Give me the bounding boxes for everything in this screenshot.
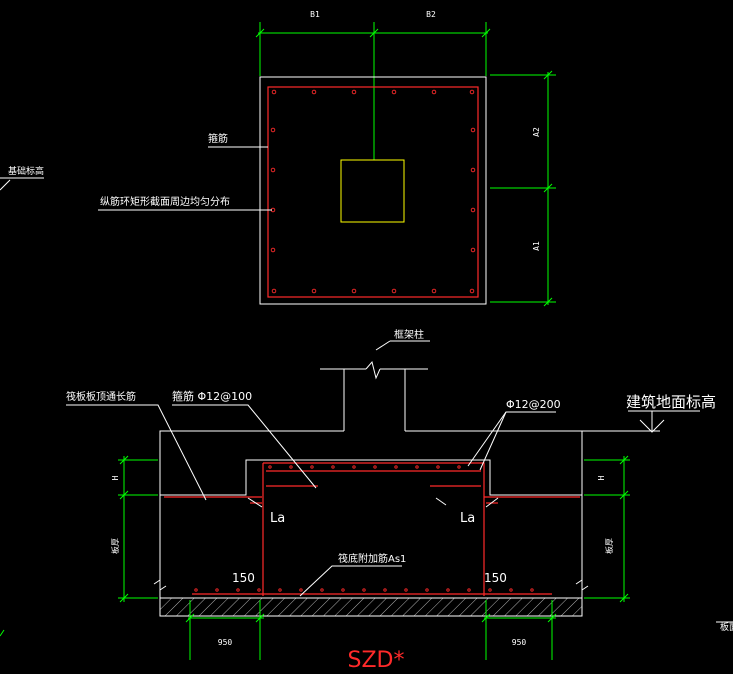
la-left-label: La (270, 511, 285, 526)
section-top-rebar-dot (352, 465, 356, 469)
top-bar-label: 筏板板顶通长筋 (66, 390, 136, 403)
section-top-rebar-dot (331, 465, 335, 469)
plan-rebar-dot (470, 127, 476, 133)
section-bottom-rebar-dot (488, 588, 492, 592)
plan-rebar-dots (270, 89, 476, 294)
plan-outline (259, 76, 487, 305)
left-vertical-dimension (118, 455, 158, 603)
plan-stirrup (267, 86, 479, 298)
section-view: 框架柱 La La 15 (66, 328, 716, 660)
plan-rebar-dot (469, 288, 475, 294)
dim-b2-label: B2 (426, 10, 436, 19)
section-bottom-rebar-dot (320, 588, 324, 592)
plan-rebar-dot (271, 288, 277, 294)
section-bottom-rebar-dot (404, 588, 408, 592)
plan-rebar-dot (431, 89, 437, 95)
la-markers (247, 497, 499, 508)
section-top-rebar-dot (436, 465, 440, 469)
dim-a2-label: A2 (532, 127, 541, 137)
section-bottom-rebar-dot (362, 588, 366, 592)
left-raft-label: 板厚 (110, 538, 120, 554)
left-fragment-label: 基础标高 (8, 165, 44, 177)
foot-break-marks (153, 579, 589, 591)
plan-rebar-dot (469, 89, 475, 95)
section-rebar-dots (194, 465, 534, 592)
section-bottom-rebar-dot (446, 588, 450, 592)
right-fragment-label: 板面 (720, 621, 733, 633)
section-bottom-rebar-dot (299, 588, 303, 592)
section-rebars (164, 462, 580, 596)
right-raft-label: 板厚 (604, 538, 614, 554)
dim-950-left: 950 (218, 638, 233, 647)
section-bottom-rebar-dot (236, 588, 240, 592)
drawing-title: SZD* (348, 648, 405, 673)
plan-rebar-dot (470, 167, 476, 173)
dim-950-right: 950 (512, 638, 527, 647)
la-right-label: La (460, 511, 475, 526)
ground-level-label: 建筑地面标高 (626, 393, 716, 411)
plan-rebar-dot (271, 89, 277, 95)
section-bottom-rebar-dot (530, 588, 534, 592)
plan-rebar-dot (311, 89, 317, 95)
section-top-rebar-dot (394, 465, 398, 469)
section-bottom-rebar-dot (215, 588, 219, 592)
section-bottom-rebar-dot (257, 588, 261, 592)
dim-150-right: 150 (484, 571, 507, 585)
base-hatch (159, 597, 583, 617)
section-top-rebar-dot (310, 465, 314, 469)
dim-a1-label: A1 (532, 241, 541, 251)
plan-right-dimension (490, 70, 556, 307)
section-top-rebar-dot (373, 465, 377, 469)
plan-rebar-dot (351, 89, 357, 95)
dim-b1-label: B1 (310, 10, 320, 19)
right-h-label: H (597, 475, 606, 480)
section-bottom-rebar-dot (278, 588, 282, 592)
section-bottom-rebar-dot (509, 588, 513, 592)
section-bottom-rebar-dot (383, 588, 387, 592)
phi-leader (467, 411, 556, 467)
plan-rebar-dot (270, 247, 276, 253)
plan-rebar-dot (470, 207, 476, 213)
plan-rebar-dot (351, 288, 357, 294)
right-vertical-dimension (584, 455, 630, 603)
plan-stirrup-label: 箍筋 (208, 132, 228, 145)
section-column-label: 框架柱 (394, 328, 424, 341)
top-bar-leader (66, 404, 207, 501)
section-top-rebar-dot (289, 465, 293, 469)
ground-level-marker (580, 410, 700, 433)
plan-rebar-dot (270, 127, 276, 133)
left-fragment: 基础标高 (0, 165, 44, 191)
phi-label: Φ12@200 (506, 398, 561, 411)
plan-rebar-dot (270, 167, 276, 173)
plan-top-dimension (255, 22, 491, 160)
right-fragment: 板面 (716, 621, 733, 633)
bottom-dimension (185, 600, 557, 660)
section-top-rebar-dot (268, 465, 272, 469)
plan-view: B1 B2 A2 A1 箍筋 纵筋环矩形截面周边均匀分布 (98, 10, 556, 307)
section-column (320, 340, 430, 431)
stirrup-label: 箍筋 Φ12@100 (172, 389, 252, 403)
plan-column (340, 159, 405, 223)
top-rebar-loop (263, 462, 485, 596)
plan-rebar-dot (391, 288, 397, 294)
left-edge-tick (0, 629, 5, 637)
section-bottom-rebar-dot (341, 588, 345, 592)
section-bottom-rebar-dot (425, 588, 429, 592)
plan-rebar-dot (431, 288, 437, 294)
bottom-bar-label: 筏底附加筋As1 (338, 552, 406, 565)
section-top-rebar-dot (415, 465, 419, 469)
stirrup-leader (172, 404, 317, 489)
plan-rebar-dot (311, 288, 317, 294)
section-outline (159, 430, 583, 598)
dim-150-left: 150 (232, 571, 255, 585)
section-top-rebar-dot (457, 465, 461, 469)
plan-rebar-dot (391, 89, 397, 95)
section-bottom-rebar-dot (194, 588, 198, 592)
section-bottom-rebar-dot (467, 588, 471, 592)
left-h-label: H (111, 475, 120, 480)
plan-rebar-dot (470, 247, 476, 253)
bottom-bar-leader (299, 565, 402, 597)
plan-longitudinal-label: 纵筋环矩形截面周边均匀分布 (100, 195, 230, 208)
